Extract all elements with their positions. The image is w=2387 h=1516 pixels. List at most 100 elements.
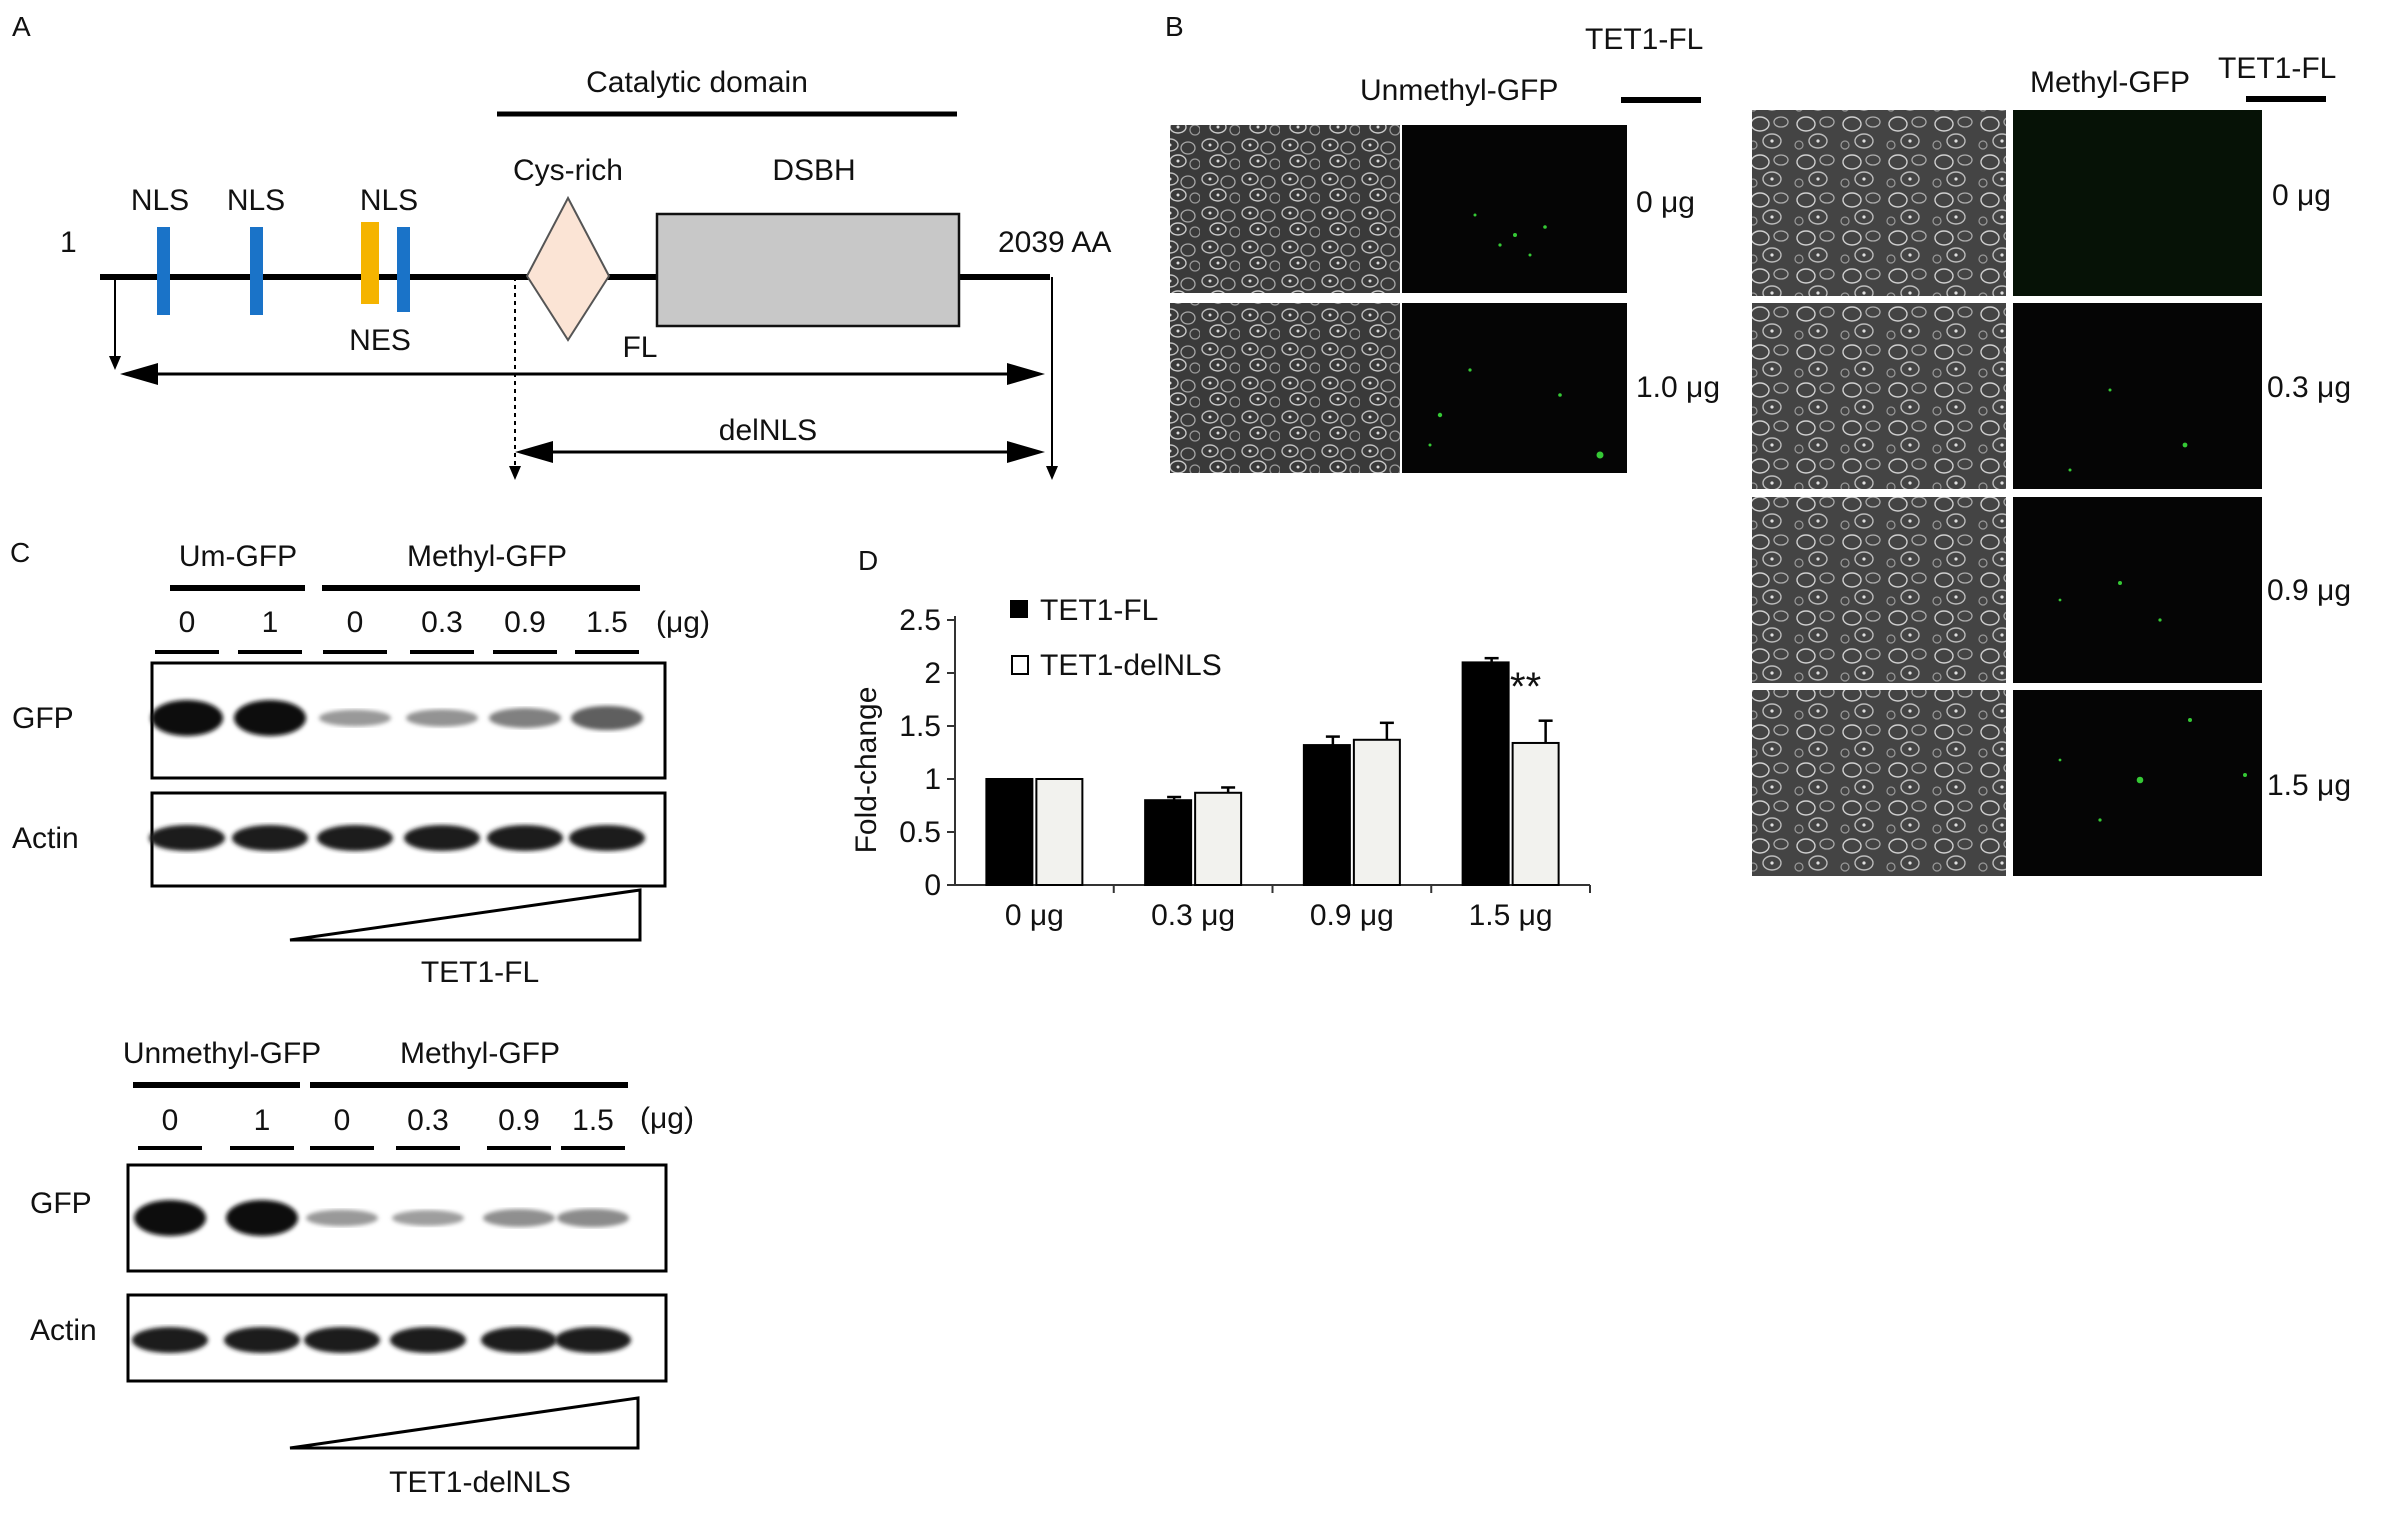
gfp-dots-me-1 [2068,388,2188,472]
micrograph-me-0-bright [1752,110,2006,296]
chart-y-label: Fold-change [850,687,883,854]
micrograph-me-1-gfp [2013,303,2262,489]
gfp-dots-me-2 [2058,581,2162,622]
bar-delnls [1035,778,1084,886]
lane-label: 1 [254,1104,271,1137]
micrograph-um-1-gfp [1402,303,1627,473]
left-scale-label: TET1-FL [1585,23,1703,56]
lane-label: 0 [179,606,196,639]
blot2-row-actin: Actin [30,1314,97,1347]
actin-band [317,825,393,851]
lane-label: 1.5 [586,606,628,639]
gfp-band [151,700,223,736]
y-tick-label: 0.5 [899,816,941,849]
gfp-band [306,1209,378,1227]
bar-delnls [1511,741,1560,887]
gfp-band [483,1209,555,1227]
x-tick-label: 0.3 μg [1151,899,1235,932]
nes-label: NES [349,324,411,357]
actin-band [132,1327,208,1353]
blot1-row-actin: Actin [12,822,79,855]
actin-band [569,825,645,851]
legend-label-fl: TET1-FL [1040,594,1158,627]
lane-label: 0.9 [504,606,546,639]
lane-label: 0.3 [421,606,463,639]
dsbh-domain [655,212,961,328]
micrograph-um-0-gfp [1402,125,1627,293]
gfp-band [571,705,643,731]
right-dose-1: 0 μg [2272,179,2331,212]
blot2-group-right: Methyl-GFP [400,1037,560,1070]
nls-mark-3 [397,227,410,312]
catalytic-domain-title: Catalytic domain [586,66,808,99]
actin-band [149,825,225,851]
actin-band [404,825,480,851]
actin-band [304,1327,380,1353]
bar-fl [1144,799,1193,887]
legend-label-delnls: TET1-delNLS [1040,649,1222,682]
gfp-band [406,709,478,727]
gfp-band [392,1210,464,1226]
blot1-group-right: Methyl-GFP [407,540,567,573]
right-dose-4: 1.5 μg [2267,769,2351,802]
y-tick-label: 2 [924,657,941,690]
nls-label-2: NLS [227,184,285,217]
legend-swatch-delnls [1011,655,1029,675]
x-tick-label: 0 μg [1005,899,1064,932]
actin-band [232,825,308,851]
delnls-arrow-right-head [1007,441,1045,463]
legend-swatch-fl [1010,600,1028,618]
micrograph-me-2-gfp [2013,497,2262,683]
panel-letter-b: B [1165,11,1184,42]
delnls-arrow-left-head [515,441,553,463]
actin-band [481,1327,557,1353]
gfp-band [234,700,306,736]
gfp-band [319,709,391,727]
cys-rich-label: Cys-rich [513,154,623,187]
fl-arrow-right-head [1007,363,1045,385]
fl-arrow-left-head [120,363,158,385]
micrograph-me-2-bright [1752,497,2006,683]
lane-label: 0 [334,1104,351,1137]
aa-start-label: 1 [60,226,77,259]
blot1-construct: TET1-FL [421,956,539,989]
lane-label: 0 [162,1104,179,1137]
blot1-row-gfp: GFP [12,702,74,735]
left-dose-2: 1.0 μg [1636,371,1720,404]
x-tick-label: 0.9 μg [1310,899,1394,932]
lane-label: 0.9 [498,1104,540,1137]
right-scale-label: TET1-FL [2218,52,2336,85]
actin-band [555,1327,631,1353]
panel-letter-a: A [12,11,31,42]
aa-end-label: 2039 AA [998,226,1111,259]
panel-b: B TET1-FL Unmethyl-GFP 0 μg 1.0 μg Methy… [1165,11,2351,876]
dsbh-label: DSBH [772,154,855,187]
actin-band [390,1327,466,1353]
micrograph-me-3-bright [1752,690,2006,876]
cys-rich-domain [525,195,611,342]
bar-fl [1302,744,1351,887]
blot2-construct: TET1-delNLS [389,1466,571,1499]
blot2-unit: (μg) [640,1102,694,1135]
blot1-dose-wedge [289,888,642,942]
blot1-unit: (μg) [656,606,710,639]
y-tick-label: 2.5 [899,604,941,637]
lane-label: 0 [347,606,364,639]
right-dose-2: 0.3 μg [2267,371,2351,404]
panel-a: A Catalytic domain Cys-rich DSBH 1 2039 … [12,11,1111,480]
y-tick-label: 0 [924,869,941,902]
blot2-row-gfp: GFP [30,1187,92,1220]
blot1-group-left: Um-GFP [179,540,297,573]
bar-delnls [1194,791,1243,887]
nls-mark-2 [250,227,263,315]
actin-band [224,1327,300,1353]
micrograph-me-0-gfp [2013,110,2262,296]
micrograph-um-0-bright [1170,125,1400,293]
y-tick-label: 1 [924,763,941,796]
x-tick-label: 1.5 μg [1469,899,1553,932]
